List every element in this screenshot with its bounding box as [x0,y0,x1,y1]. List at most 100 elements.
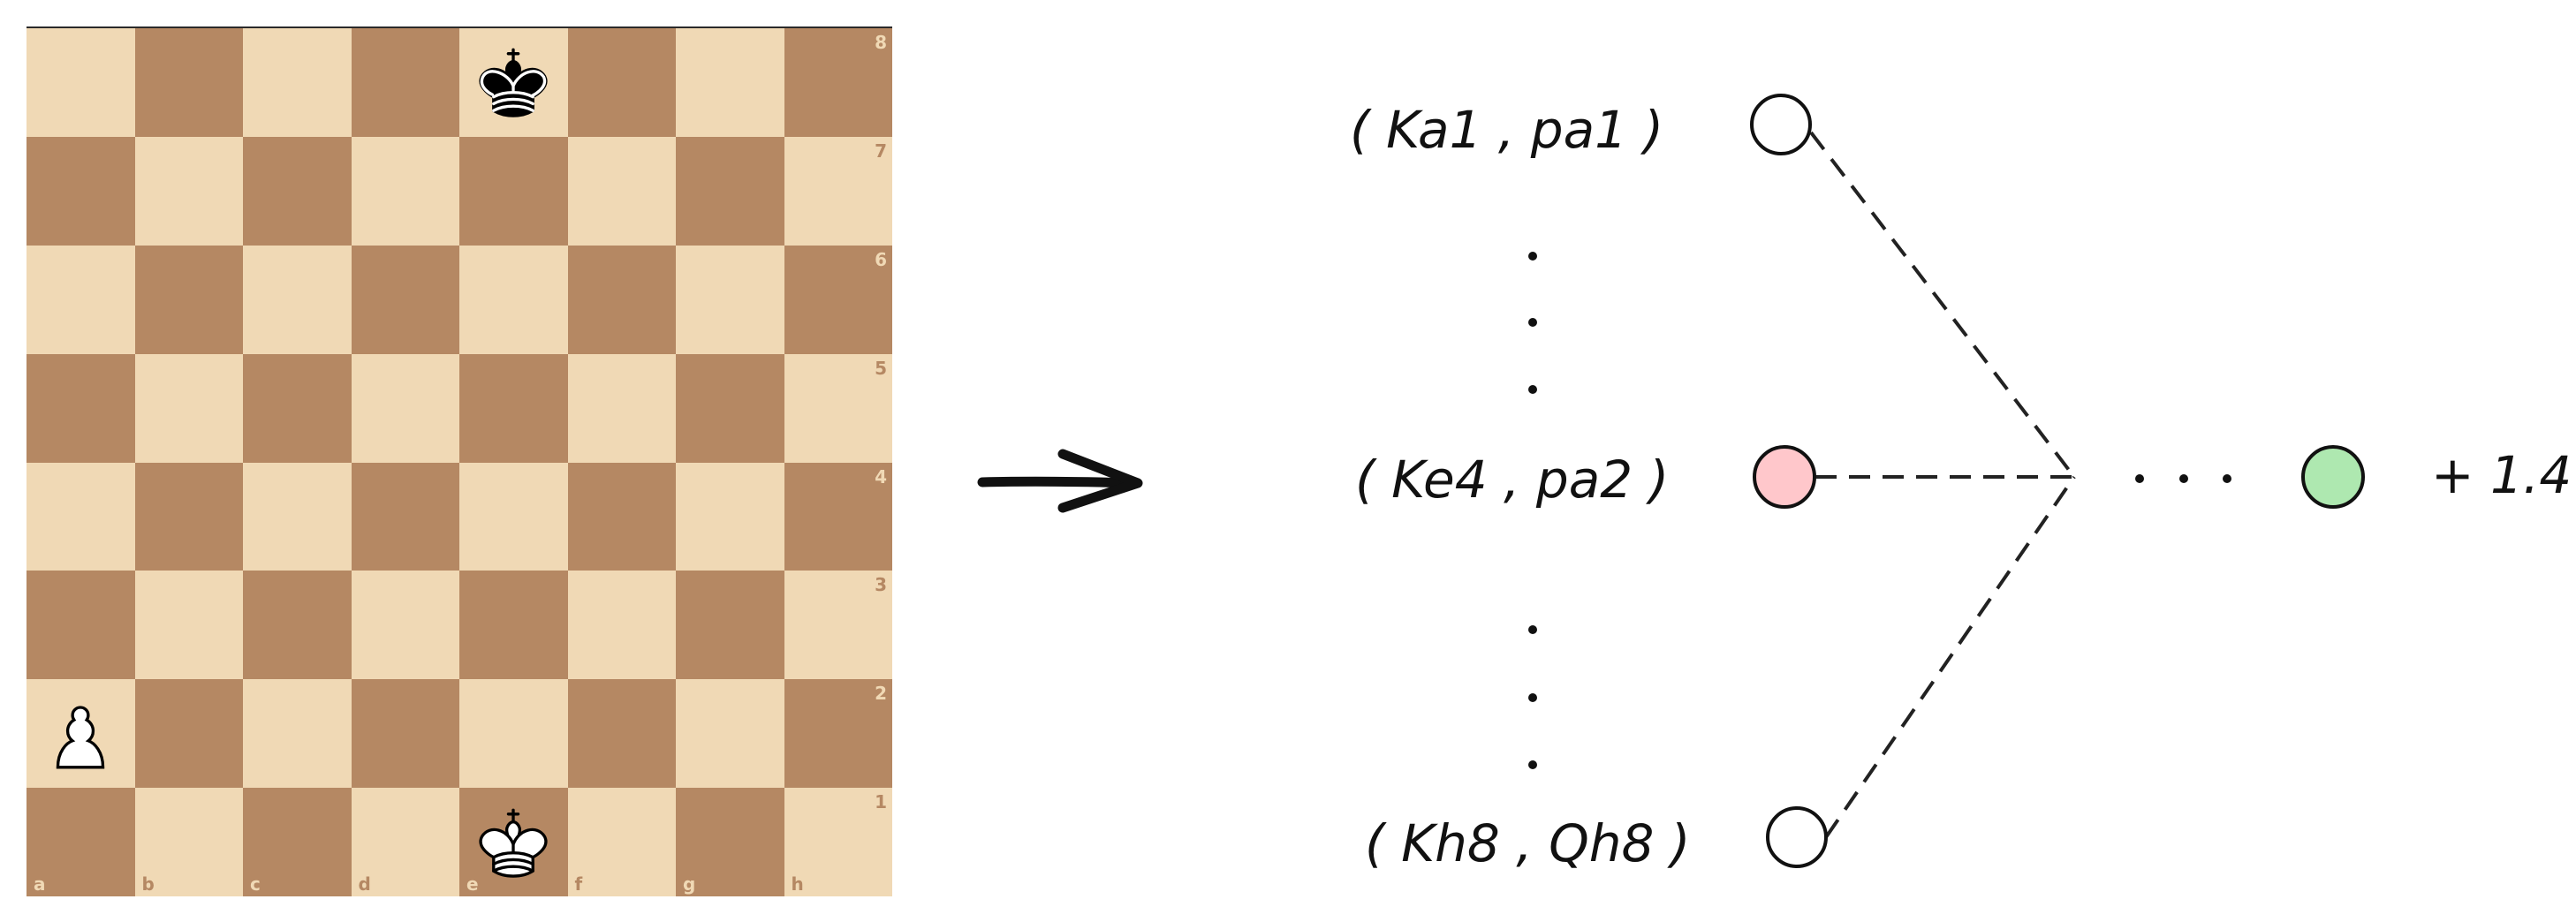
output-value-label: + 1.4 [2431,445,2572,505]
square-a6[interactable] [27,245,135,354]
file-label: d [358,873,371,895]
square-b2[interactable] [134,679,243,789]
rank-label: 4 [875,465,887,487]
square-a2[interactable] [27,679,135,789]
square-g2[interactable] [676,679,784,789]
connector-bottom [1824,475,2076,839]
square-a8[interactable] [27,28,135,137]
file-label: g [683,873,696,895]
rank-label: 1 [875,791,887,813]
square-c3[interactable] [243,571,352,680]
file-label: b [141,873,155,895]
white-pawn-icon[interactable] [27,679,135,788]
square-h8[interactable]: 8 [784,28,892,137]
square-g6[interactable] [676,245,784,354]
square-a4[interactable] [27,462,135,571]
square-f7[interactable] [567,136,676,246]
square-g4[interactable] [676,462,784,571]
square-c4[interactable] [243,462,352,571]
square-h7[interactable]: 7 [784,136,892,246]
square-e4[interactable] [459,462,568,571]
square-g7[interactable] [676,136,784,246]
square-g5[interactable] [676,353,784,463]
square-g1[interactable]: g [676,788,784,896]
rank-label: 6 [875,248,887,270]
square-d1[interactable]: d [351,788,459,896]
rank-label: 8 [875,32,887,53]
square-a5[interactable] [27,353,135,463]
square-b3[interactable] [134,571,243,680]
square-d3[interactable] [351,571,459,680]
square-c6[interactable] [243,245,352,354]
square-f1[interactable]: f [567,788,676,896]
square-e3[interactable] [459,571,568,680]
square-a3[interactable] [27,571,135,680]
square-h5[interactable]: 5 [784,353,892,463]
node-label-top: ( Ka1 , pa1 ) [1350,100,1663,160]
square-a1[interactable]: a [27,788,135,896]
square-d2[interactable] [351,679,459,789]
square-h2[interactable]: 2 [784,679,892,789]
square-a7[interactable] [27,136,135,246]
square-g3[interactable] [676,571,784,680]
input-node-top [1750,94,1812,155]
white-king-icon[interactable] [459,788,568,896]
square-d8[interactable] [351,28,459,137]
square-b1[interactable]: b [134,788,243,896]
square-d4[interactable] [351,462,459,571]
square-f4[interactable] [567,462,676,571]
dashed-connectors [1809,131,2076,839]
file-label: f [574,873,583,895]
rank-label: 3 [875,574,887,596]
square-b5[interactable] [134,353,243,463]
square-b6[interactable] [134,245,243,354]
square-e2[interactable] [459,679,568,789]
node-label-middle: ( Ke4 , pa2 ) [1355,450,1669,510]
node-label-bottom: ( Kh8 , Qh8 ) [1365,813,1690,873]
square-f2[interactable] [567,679,676,789]
square-c2[interactable] [243,679,352,789]
square-c1[interactable]: c [243,788,352,896]
square-h3[interactable]: 3 [784,571,892,680]
file-label: a [34,873,46,895]
input-node-bottom [1766,806,1828,868]
black-king-icon[interactable] [459,28,568,137]
file-label: h [791,873,804,895]
file-label: e [466,873,479,895]
square-f5[interactable] [567,353,676,463]
square-f3[interactable] [567,571,676,680]
square-e6[interactable] [459,245,568,354]
rank-label: 7 [875,140,887,162]
square-d5[interactable] [351,353,459,463]
square-d6[interactable] [351,245,459,354]
rank-label: 2 [875,683,887,705]
output-node [2301,445,2365,509]
right-arrow-icon [977,449,1143,513]
square-f6[interactable] [567,245,676,354]
square-b8[interactable] [134,28,243,137]
square-h6[interactable]: 6 [784,245,892,354]
vertical-ellipsis-lower [1528,625,1537,769]
square-e5[interactable] [459,353,568,463]
square-e1[interactable]: e [459,788,568,896]
input-node-middle [1753,445,1816,509]
square-h4[interactable]: 4 [784,462,892,571]
horizontal-ellipsis [2135,474,2231,483]
square-f8[interactable] [567,28,676,137]
square-b7[interactable] [134,136,243,246]
square-c7[interactable] [243,136,352,246]
square-d7[interactable] [351,136,459,246]
square-g8[interactable] [676,28,784,137]
square-e8[interactable] [459,28,568,137]
square-b4[interactable] [134,462,243,571]
square-e7[interactable] [459,136,568,246]
file-label: c [250,873,261,895]
rank-label: 5 [875,357,887,379]
square-c5[interactable] [243,353,352,463]
square-c8[interactable] [243,28,352,137]
vertical-ellipsis-upper [1528,252,1537,394]
